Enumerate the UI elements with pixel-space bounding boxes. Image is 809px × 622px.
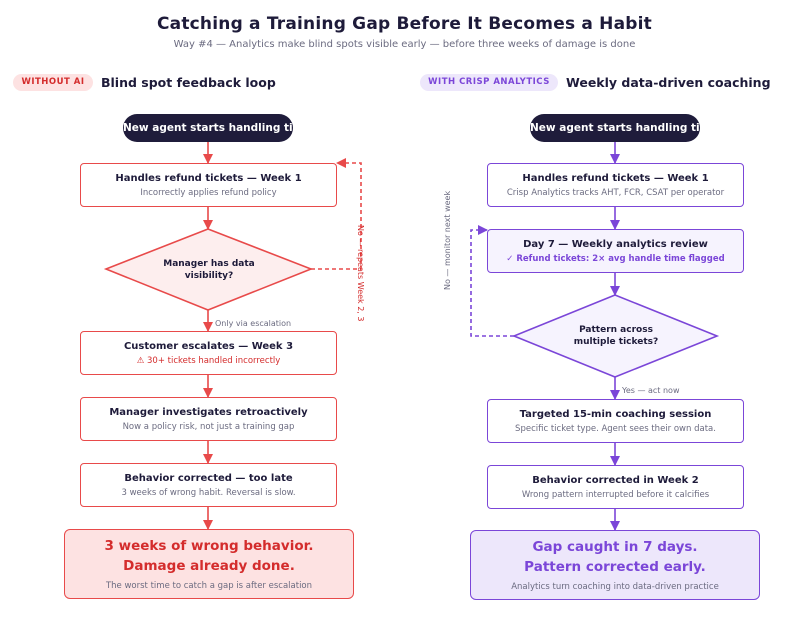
yes-edge-label: Yes — act now — [622, 386, 680, 395]
decision-line2: multiple tickets? — [573, 337, 659, 347]
without-ai-badge: WITHOUT AI — [13, 74, 93, 91]
step-title: Handles refund tickets — Week 1 — [115, 172, 302, 184]
result-line1: Gap caught in 7 days. — [532, 538, 698, 555]
left-decision-label: Manager has data visibility? — [150, 250, 268, 290]
step-subtitle: Incorrectly applies refund policy — [140, 187, 277, 198]
result-line2: Damage already done. — [123, 557, 295, 574]
left-step-refund-week1: Handles refund tickets — Week 1 Incorrec… — [80, 163, 337, 207]
step-subtitle: Crisp Analytics tracks AHT, FCR, CSAT pe… — [506, 187, 725, 198]
result-line2: Pattern corrected early. — [524, 558, 706, 575]
right-start-node: New agent starts handling tickets — [530, 114, 700, 142]
left-start-node: New agent starts handling tickets — [123, 114, 293, 142]
result-line1: 3 weeks of wrong behavior. — [104, 537, 314, 554]
left-result-box: 3 weeks of wrong behavior. Damage alread… — [64, 529, 354, 599]
decision-diamond-right — [511, 294, 720, 378]
right-step-coaching-session: Targeted 15-min coaching session Specifi… — [487, 399, 744, 443]
loop-no-repeats — [311, 158, 362, 270]
right-step-refund-week1: Handles refund tickets — Week 1 Crisp An… — [487, 163, 744, 207]
right-step-behavior-corrected-week2: Behavior corrected in Week 2 Wrong patte… — [487, 465, 744, 509]
with-crisp-analytics-badge: WITH CRISP ANALYTICS — [420, 74, 558, 91]
left-step-customer-escalates: Customer escalates — Week 3 ⚠ 30+ ticket… — [80, 331, 337, 375]
step-title: Day 7 — Weekly analytics review — [523, 238, 708, 250]
right-column-heading: Weekly data-driven coaching — [566, 75, 771, 90]
loop-no-monitor — [470, 225, 514, 337]
warning-text: ⚠ 30+ tickets handled incorrectly — [136, 355, 281, 366]
step-title: Behavior corrected — too late — [124, 472, 293, 484]
step-title: Customer escalates — Week 3 — [123, 340, 294, 352]
step-subtitle: Now a policy risk, not just a training g… — [122, 421, 295, 432]
page-title: Catching a Training Gap Before It Become… — [156, 14, 652, 34]
escalation-edge-label: Only via escalation — [215, 319, 292, 328]
step-title: Behavior corrected in Week 2 — [532, 474, 699, 486]
step-title: Handles refund tickets — Week 1 — [522, 172, 709, 184]
left-step-manager-investigates: Manager investigates retroactively Now a… — [80, 397, 337, 441]
decision-line1: Manager has data — [163, 258, 255, 269]
result-caption: The worst time to catch a gap is after e… — [105, 581, 313, 592]
decision-line1: Pattern across — [579, 324, 653, 335]
decision-diamond-left — [103, 228, 314, 311]
loop-monitor-label: No — monitor next week — [443, 190, 452, 290]
flag-text: ✓ Refund tickets: 2× avg handle time fla… — [506, 253, 725, 264]
left-column-heading: Blind spot feedback loop — [101, 75, 276, 90]
page-subtitle: Way #4 — Analytics make blind spots visi… — [173, 39, 636, 50]
step-title: Targeted 15-min coaching session — [519, 408, 712, 420]
right-step-weekly-review: Day 7 — Weekly analytics review ✓ Refund… — [487, 229, 744, 273]
step-subtitle: 3 weeks of wrong habit. Reversal is slow… — [121, 487, 296, 498]
decision-line2: visibility? — [184, 271, 234, 281]
result-caption: Analytics turn coaching into data-driven… — [511, 582, 719, 593]
step-title: Manager investigates retroactively — [109, 406, 308, 418]
step-subtitle: Wrong pattern interrupted before it calc… — [521, 489, 710, 500]
right-decision-label: Pattern across multiple tickets? — [557, 316, 675, 356]
right-result-box: Gap caught in 7 days. Pattern corrected … — [470, 530, 760, 600]
step-subtitle: Specific ticket type. Agent sees their o… — [515, 423, 716, 434]
left-step-behavior-corrected-late: Behavior corrected — too late 3 weeks of… — [80, 463, 337, 507]
loop-repeat-label: No — repeats Week 2, 3 — [356, 225, 365, 322]
